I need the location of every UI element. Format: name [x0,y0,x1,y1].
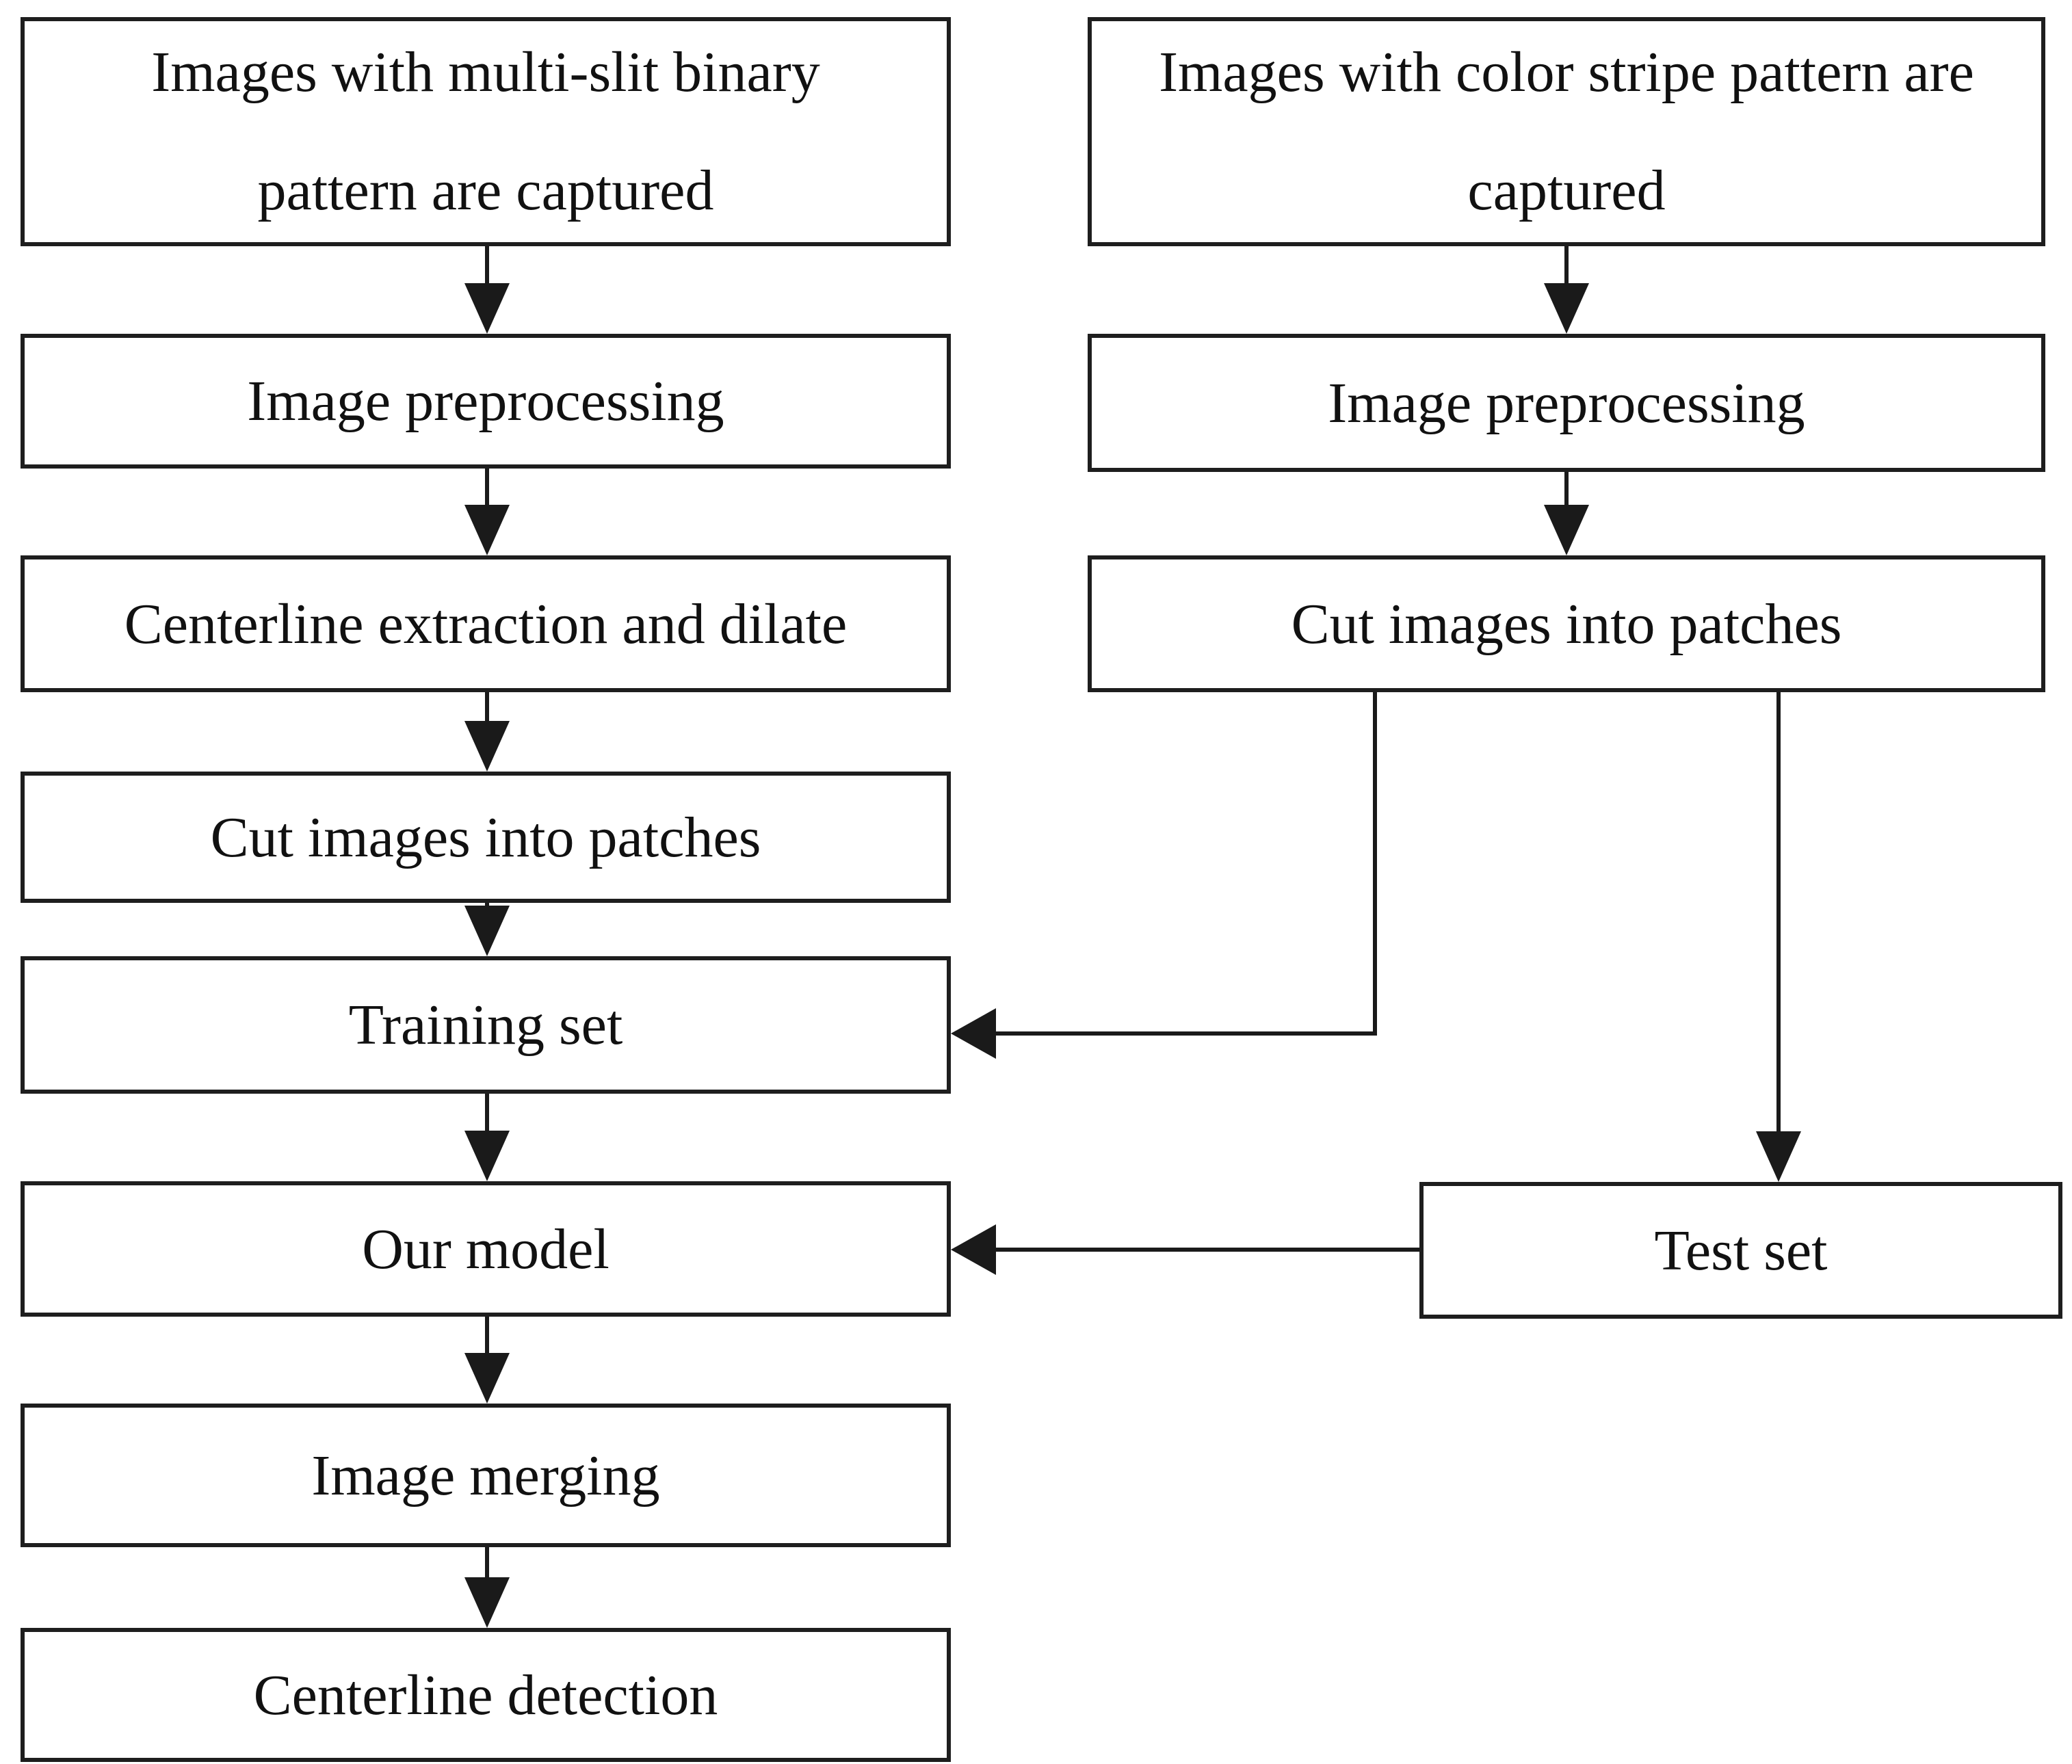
arrow-stem [485,1317,489,1354]
arrow-down-icon [464,1577,510,1628]
box-label: Centerline detection [253,1663,718,1727]
flow-box-test-set: Test set [1419,1182,2062,1319]
box-label: Test set [1654,1218,1828,1282]
flow-box-cut-patches-right: Cut images into patches [1088,555,2045,692]
box-label-line2: pattern are captured [257,158,714,222]
box-label: Image preprocessing [1328,371,1805,435]
arrow-left-icon [951,1008,996,1059]
arrow-stem [485,469,489,506]
flow-box-centerline-extraction-dilate: Centerline extraction and dilate [21,555,951,692]
arrow-down-icon [1544,505,1589,555]
flow-box-multi-slit-captured: Images with multi-slit binary pattern ar… [21,17,951,246]
flow-box-our-model: Our model [21,1181,951,1317]
flow-box-image-merging: Image merging [21,1404,951,1547]
box-label-line1: Images with multi-slit binary [151,40,820,105]
arrow-stem [1564,246,1569,285]
box-label: Training set [348,993,623,1057]
box-label-line1: Images with color stripe pattern are [1159,40,1974,105]
box-label: Image preprocessing [247,369,724,433]
arrow-down-icon [464,283,510,334]
arrow-down-icon [464,721,510,772]
arrow-stem [1564,472,1569,506]
arrow-stem [1776,692,1781,1134]
arrow-stem [485,692,489,722]
arrow-down-icon [464,1353,510,1404]
box-label: Centerline extraction and dilate [124,592,848,656]
flow-box-image-preprocessing-left: Image preprocessing [21,334,951,469]
box-label-line2: captured [1467,158,1666,222]
arrow-stem [996,1031,1377,1036]
arrow-down-icon [464,906,510,956]
arrow-down-icon [1544,283,1589,334]
arrow-stem [485,1094,489,1132]
arrow-down-icon [464,505,510,555]
arrow-down-icon [464,1131,510,1181]
arrow-stem [1373,692,1377,1036]
arrow-down-icon [1756,1131,1801,1182]
flow-box-training-set: Training set [21,956,951,1094]
flow-box-centerline-detection: Centerline detection [21,1628,951,1762]
flow-box-color-stripe-captured: Images with color stripe pattern are cap… [1088,17,2045,246]
flow-box-cut-patches-left: Cut images into patches [21,772,951,903]
arrow-stem [485,1547,489,1579]
box-label: Image merging [311,1443,660,1508]
arrow-stem [485,246,489,285]
box-label: Our model [362,1217,609,1281]
arrow-left-icon [951,1224,996,1275]
box-label: Cut images into patches [1291,592,1842,656]
arrow-stem [996,1248,1419,1252]
flow-box-image-preprocessing-right: Image preprocessing [1088,334,2045,472]
box-label: Cut images into patches [210,805,761,869]
